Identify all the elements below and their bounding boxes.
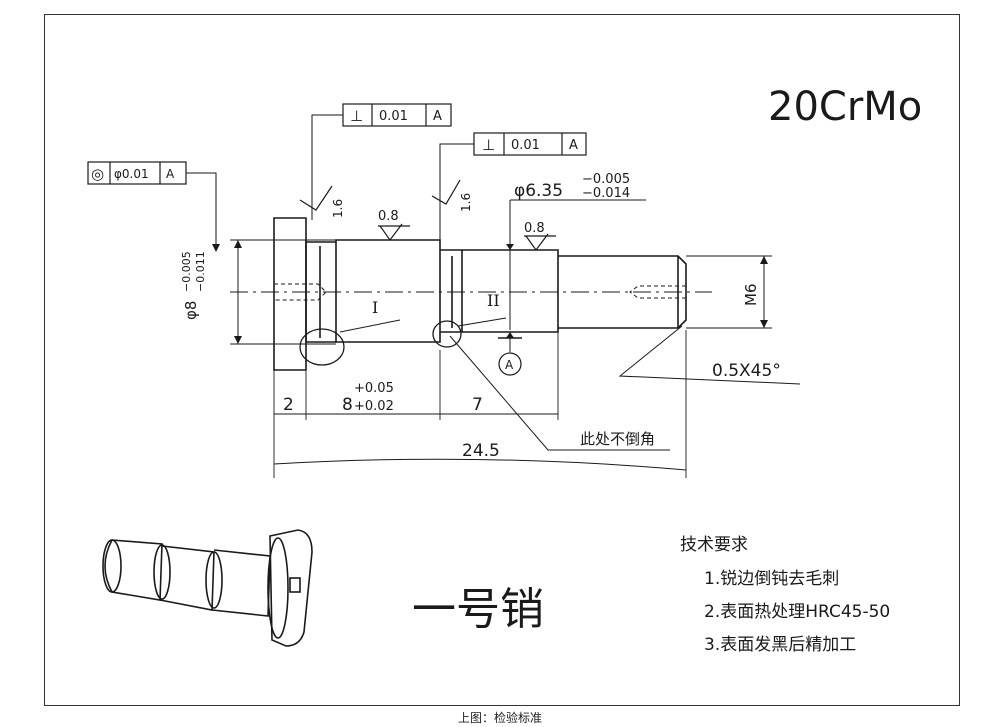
perpendicularity-frame-two: ⊥ 0.01 A [439, 132, 587, 240]
roughness-value: 1.6 [459, 193, 473, 212]
perpendicularity-value: 0.01 [511, 138, 540, 153]
requirements-block: 技术要求 1.锐边倒钝去毛刺 2.表面热处理HRC45-50 3.表面发黑后精加… [680, 535, 890, 655]
part-name: 一号销 [412, 584, 544, 635]
section-one [335, 239, 441, 343]
thread-end [558, 255, 687, 329]
roughness-symbol-main: 0.8 [378, 209, 410, 242]
roughness-value: 1.6 [331, 199, 345, 218]
diameter-dimension-main: φ6.35 −0.005 −0.014 [506, 172, 646, 338]
concentricity-value: φ0.01 [114, 167, 149, 181]
detail-label-one: I [372, 298, 378, 317]
no-chamfer-note: 此处不倒角 [449, 335, 670, 451]
drawing-frame [44, 14, 960, 706]
dia-head-upper-tol: −0.005 [180, 251, 193, 292]
requirement-item: 2.表面热处理HRC45-50 [704, 602, 890, 622]
length-mid-upper-tol: +0.05 [354, 381, 394, 396]
datum-ref: A [433, 109, 442, 124]
figure-caption: 上图：检验标准 [457, 711, 542, 725]
diameter-dimension-head: φ8 −0.005 −0.011 [180, 239, 336, 345]
dia-main-label: φ6.35 [514, 181, 563, 201]
total-length: 24.5 [462, 441, 500, 461]
length-mid: 8 [342, 395, 353, 415]
no-chamfer-label: 此处不倒角 [580, 430, 655, 448]
requirement-item: 1.锐边倒钝去毛刺 [704, 569, 839, 589]
perpendicularity-symbol: ⊥ [350, 107, 363, 125]
dia-head-label: φ8 [182, 301, 200, 320]
chamfer-label: 0.5X45° [712, 361, 781, 381]
thread-label: M6 [742, 284, 760, 307]
detail-circle-one [299, 328, 345, 366]
dia-main-lower-tol: −0.014 [582, 186, 630, 201]
roughness-value: 0.8 [524, 221, 545, 236]
part-profile [230, 217, 712, 371]
datum-ref: A [569, 138, 578, 153]
length-mid-lower-tol: +0.02 [354, 399, 394, 414]
requirements-title: 技术要求 [680, 535, 748, 555]
length-head: 2 [283, 395, 294, 415]
perpendicularity-value: 0.01 [379, 109, 408, 124]
roughness-symbol-right: 1.6 [431, 179, 473, 212]
datum-ref: A [166, 167, 175, 181]
length-third: 7 [472, 395, 483, 415]
thread-dimension: M6 [686, 255, 772, 329]
chamfer-callout: 0.5X45° [618, 325, 801, 385]
head-flange [273, 217, 307, 371]
material-label: 20CrMo [768, 84, 922, 130]
dia-head-lower-tol: −0.011 [194, 251, 207, 292]
concentricity-symbol: ◎ [91, 165, 104, 183]
length-dimensions [273, 330, 687, 478]
concentricity-frame: ◎ φ0.01 A [87, 161, 220, 252]
datum-marker: A [498, 332, 522, 376]
roughness-symbol-secondary: 0.8 [524, 221, 556, 252]
perpendicularity-symbol: ⊥ [482, 136, 495, 154]
detail-circle-two [432, 320, 462, 348]
requirement-item: 3.表面发黑后精加工 [704, 635, 856, 655]
perpendicularity-frame-one: ⊥ 0.01 A [311, 103, 452, 220]
dia-main-upper-tol: −0.005 [582, 172, 630, 187]
roughness-symbol-left: 1.6 [299, 185, 345, 218]
detail-label-two: II [487, 291, 500, 310]
isometric-sketch [102, 529, 313, 647]
roughness-value: 0.8 [378, 209, 399, 224]
datum-label: A [505, 358, 514, 372]
